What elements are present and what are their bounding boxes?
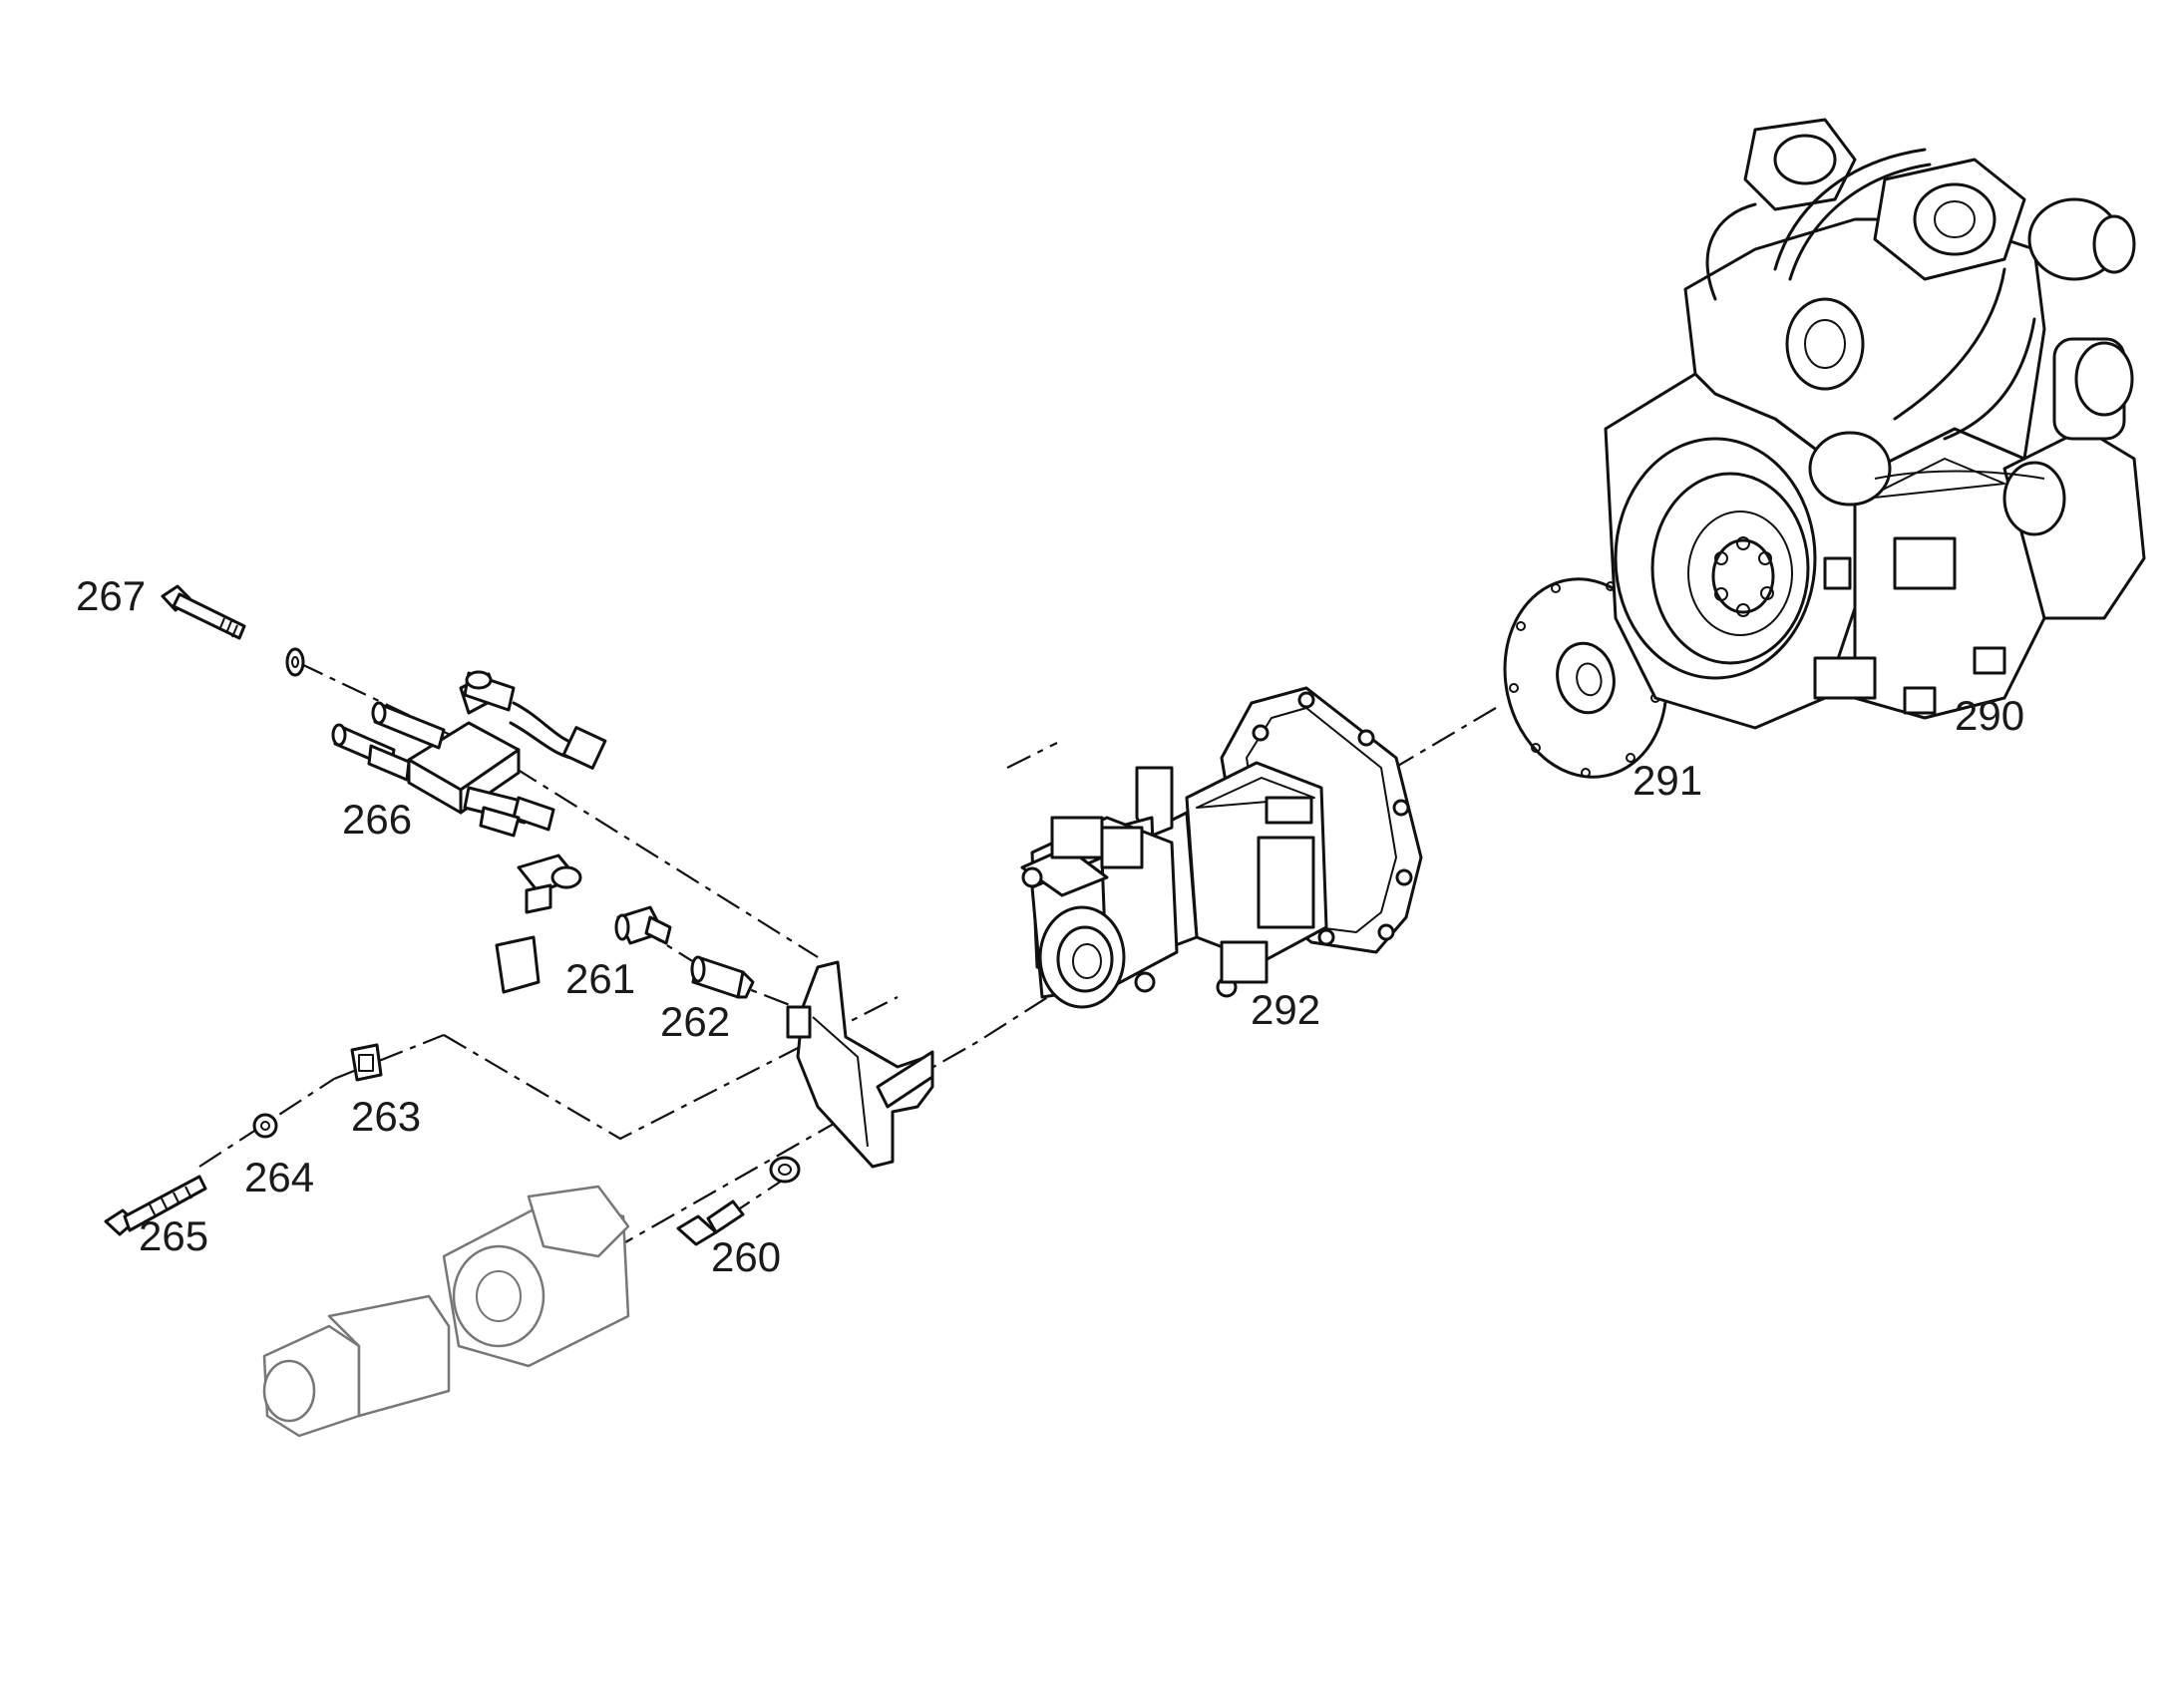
plug-262[interactable] (690, 955, 755, 999)
bushing-260[interactable] (769, 1156, 801, 1184)
mounting-bracket[interactable] (786, 960, 934, 1169)
callout-labels: 267 266 261 262 263 264 265 260 292 291 … (76, 572, 2024, 1280)
callout-291: 291 (1633, 757, 1702, 804)
callout-261: 261 (565, 955, 635, 1002)
washer-264[interactable] (252, 1113, 278, 1139)
elbow-fitting[interactable] (495, 854, 582, 994)
auxiliary-pump-assembly[interactable] (262, 1185, 630, 1438)
callout-264: 264 (244, 1154, 314, 1200)
plate-263[interactable] (350, 1043, 383, 1082)
callout-290: 290 (1955, 692, 2024, 739)
bolt-265[interactable] (104, 1175, 207, 1236)
callout-292: 292 (1251, 986, 1320, 1033)
hose-fitting-assembly-266[interactable] (331, 670, 607, 838)
washer-267[interactable] (285, 647, 305, 677)
nipple-fitting-261[interactable] (614, 905, 672, 945)
callout-266: 266 (342, 796, 412, 843)
callout-267: 267 (76, 572, 146, 619)
bolt-260[interactable] (676, 1199, 745, 1246)
callout-262: 262 (660, 998, 730, 1045)
callout-260: 260 (711, 1233, 781, 1280)
callout-265: 265 (139, 1212, 208, 1259)
bolt-267[interactable] (161, 584, 246, 640)
engine-290[interactable] (1604, 118, 2146, 730)
callout-263: 263 (351, 1093, 421, 1140)
main-hydraulic-pump-292[interactable] (1020, 686, 1423, 1009)
